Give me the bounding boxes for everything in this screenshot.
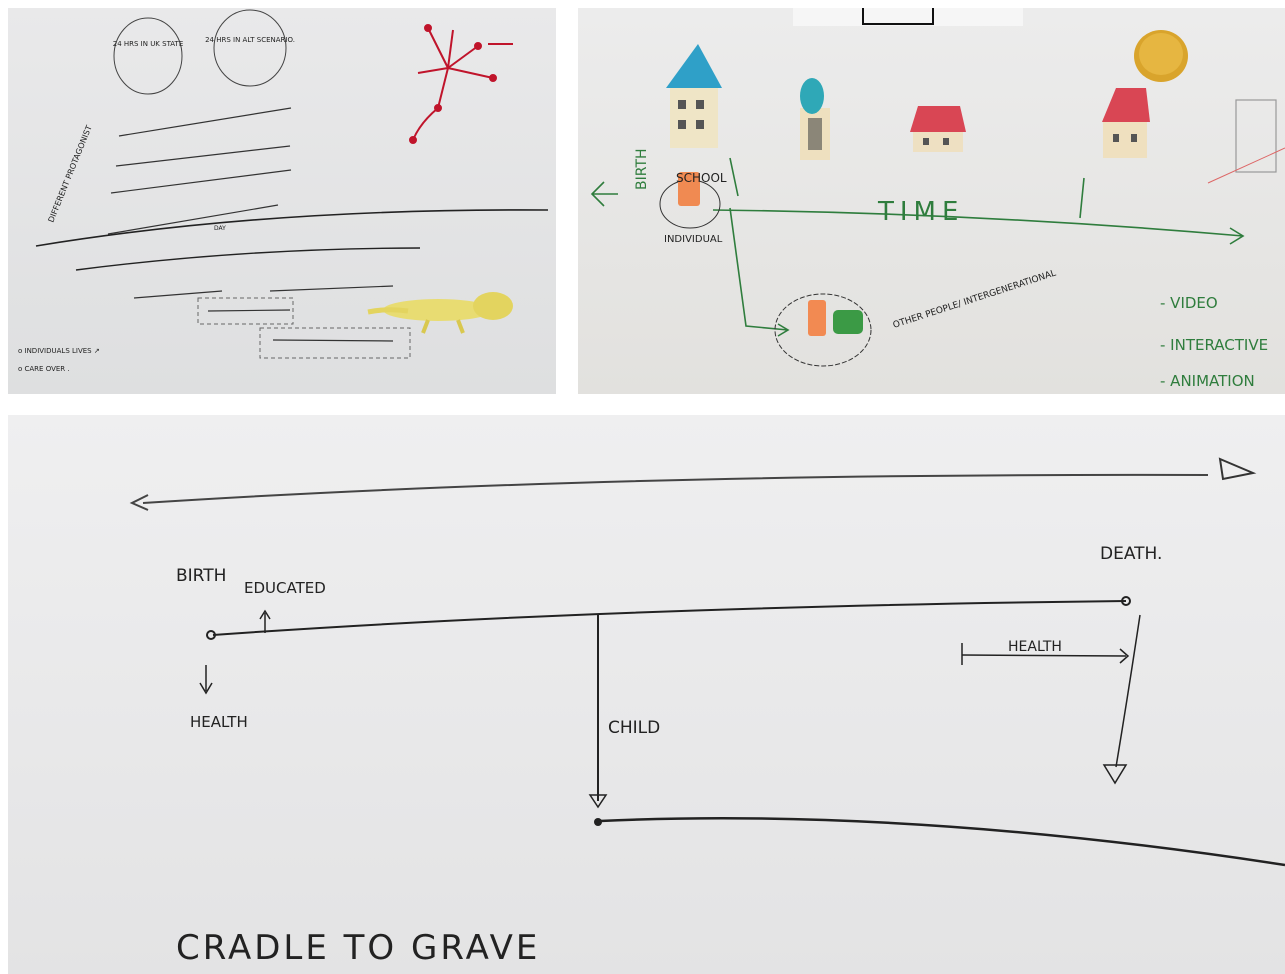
time-label: TIME <box>877 197 964 227</box>
bottom-note-2: o CARE OVER . <box>18 365 70 373</box>
cradle-to-grave-title: CRADLE TO GRAVE <box>176 928 540 968</box>
toy-figure-orange <box>678 172 700 206</box>
sketch-panel-cradle-to-grave: BIRTH EDUCATED HEALTH CHILD DEATH. HEALT… <box>8 415 1285 974</box>
health-label-right: HEALTH <box>1008 639 1062 655</box>
toy-house-red-small <box>910 106 966 152</box>
toy-house-red-tall <box>1102 88 1150 158</box>
green-timeline <box>590 157 1245 367</box>
time-model-sketch: BIRTH SCHOOL TIME INDIVIDUAL OTHER PEOPL… <box>590 8 1285 390</box>
sketch-panel-time-model: BIRTH SCHOOL TIME INDIVIDUAL OTHER PEOPL… <box>578 8 1285 394</box>
media-item-0: - VIDEO <box>1160 294 1218 312</box>
other-people-label: OTHER PEOPLE/ INTERGENERATIONAL <box>892 269 1057 331</box>
toy-figures-other <box>808 300 863 336</box>
timeline-sketch-1: 24 HRS IN UK STATE 24 HRS IN ALT SCENARI… <box>18 9 549 373</box>
top-arrow-line <box>142 473 1209 504</box>
line-mark-label: DAY <box>214 225 226 232</box>
dinosaur-skeleton-toy <box>367 292 513 334</box>
life-line <box>212 600 1127 636</box>
circle-right-label: 24 HRS IN ALT SCENARIO. <box>205 36 295 44</box>
media-item-1: - INTERACTIVE <box>1160 336 1268 354</box>
birth-label: BIRTH <box>176 566 226 586</box>
circle-right <box>213 9 287 87</box>
cradle-to-grave-sketch: BIRTH EDUCATED HEALTH CHILD DEATH. HEALT… <box>129 457 1285 968</box>
sketch-panel-timelines: 24 HRS IN UK STATE 24 HRS IN ALT SCENARI… <box>8 8 556 394</box>
death-label: DEATH. <box>1100 544 1162 564</box>
toy-house-blue <box>666 44 722 148</box>
toy-tower <box>800 78 830 160</box>
media-item-2: - ANIMATION <box>1160 372 1255 390</box>
child-line <box>599 817 1285 867</box>
individual-label: INDIVIDUAL <box>664 234 723 245</box>
birth-label: BIRTH <box>634 148 650 190</box>
health-label-left: HEALTH <box>190 713 248 731</box>
educated-label: EDUCATED <box>244 579 326 597</box>
circle-left <box>113 17 183 95</box>
circle-left-label: 24 HRS IN UK STATE <box>113 40 184 48</box>
red-network-doodle <box>409 24 513 144</box>
bottom-note-1: o INDIVIDUALS LIVES ↗ <box>18 347 100 355</box>
child-label: CHILD <box>608 718 660 738</box>
school-label: SCHOOL <box>676 171 727 185</box>
vertical-note: DIFFERENT PROTAGONIST <box>47 124 94 224</box>
